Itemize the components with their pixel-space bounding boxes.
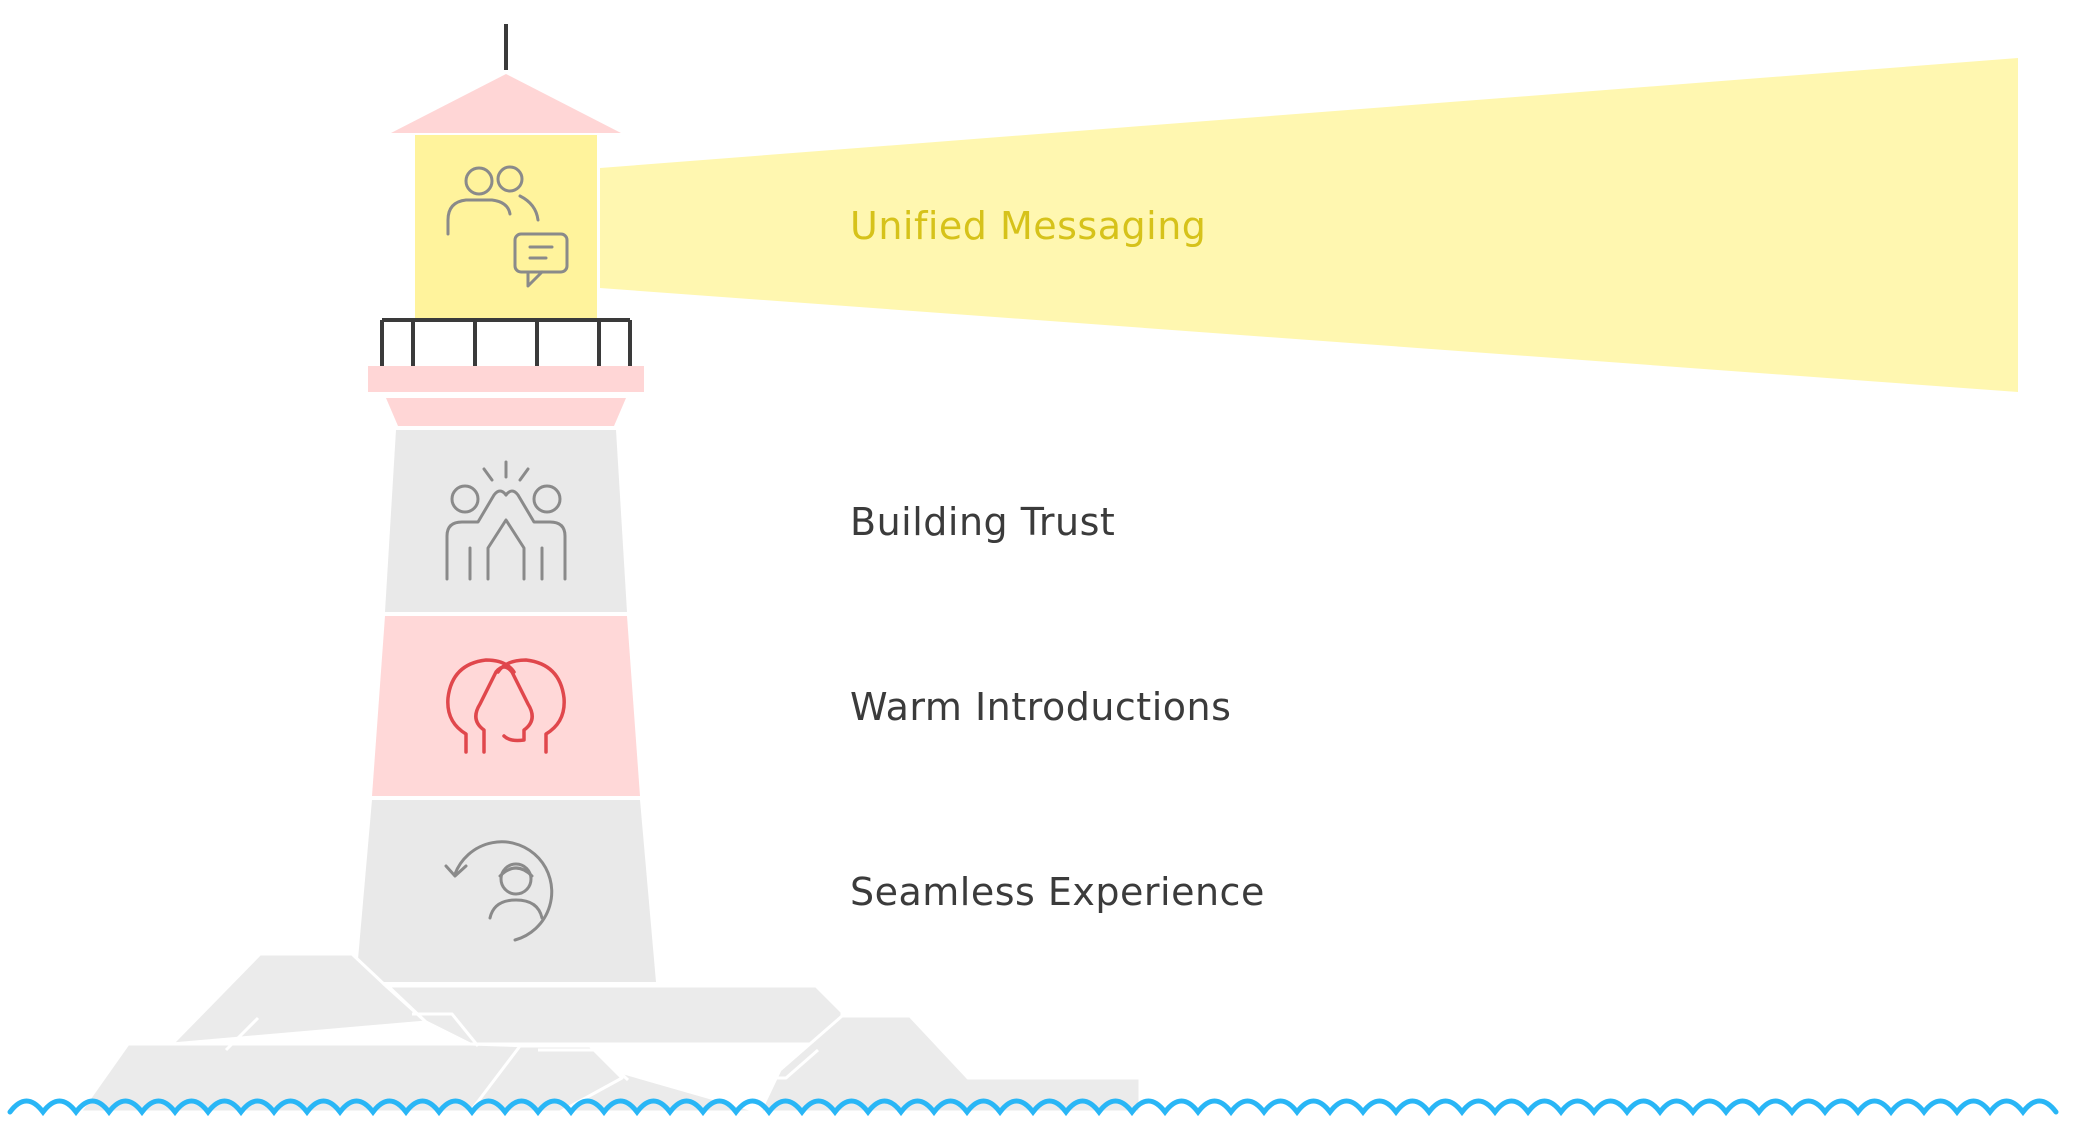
level-label-unified-messaging: Unified Messaging bbox=[850, 204, 1207, 248]
light-beam bbox=[600, 58, 2018, 392]
two-heads-icon bbox=[446, 658, 566, 754]
level-label-seamless-experience: Seamless Experience bbox=[850, 870, 1265, 914]
level-label-building-trust: Building Trust bbox=[850, 500, 1116, 544]
lamp-room bbox=[415, 135, 597, 320]
tower-band-2 bbox=[372, 616, 640, 796]
water-waves bbox=[7, 1098, 2059, 1117]
gallery-deck bbox=[368, 366, 644, 392]
railing bbox=[380, 318, 632, 366]
high-five-icon bbox=[445, 460, 567, 581]
lighthouse-roof bbox=[391, 74, 621, 133]
gallery-base bbox=[386, 398, 626, 426]
group-chat-icon bbox=[446, 165, 569, 288]
level-label-warm-introductions: Warm Introductions bbox=[850, 685, 1232, 729]
rocks bbox=[78, 952, 1142, 1114]
user-return-icon bbox=[444, 840, 554, 942]
